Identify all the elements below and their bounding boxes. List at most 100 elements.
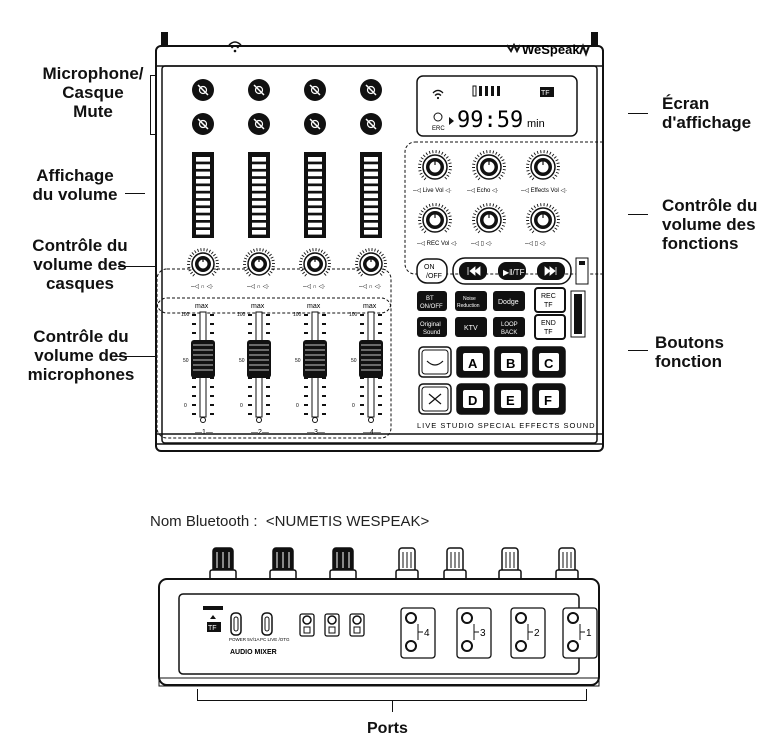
function-knob-label: –◁ Effects Vol ◁· — [521, 188, 567, 194]
mute-bracket — [150, 75, 151, 135]
label-function-control: Contrôle du volume des fonctions — [662, 196, 780, 253]
svg-text:Dodge: Dodge — [498, 299, 519, 306]
aux-jack[interactable] — [324, 613, 340, 637]
fader-scale-mid: 50 — [351, 358, 357, 364]
wespeak-logo: WeSpeak — [506, 42, 590, 57]
function-knobs: –◁ Live Vol ◁·–◁ Echo ◁·–◁ Effects Vol ◁… — [413, 150, 567, 247]
effect-pad[interactable]: C — [532, 346, 566, 378]
special-pad[interactable] — [418, 346, 452, 378]
function-knob-label: –◁ ▯ ◁· — [471, 241, 492, 247]
label-headphone-line2: volume des — [33, 255, 127, 274]
headphone-leader — [118, 266, 156, 267]
svg-text:BT: BT — [426, 296, 434, 302]
aux-jack[interactable] — [349, 613, 365, 637]
label-mute-line1: Microphone/ — [42, 64, 144, 83]
fader-max-label: max — [363, 303, 377, 310]
channel-jack-pair[interactable]: 1 — [562, 607, 598, 659]
end-button — [534, 314, 566, 340]
svg-text:END: END — [541, 320, 556, 327]
func-leader — [628, 214, 648, 215]
rec-button — [534, 287, 566, 313]
rear-knob[interactable] — [395, 547, 419, 581]
special-pad[interactable] — [418, 383, 452, 415]
fader-max-label: max — [307, 303, 321, 310]
screen-tf-icon — [540, 87, 554, 97]
function-knob[interactable] — [471, 203, 507, 234]
function-knob[interactable] — [417, 203, 453, 234]
svg-text:TF: TF — [544, 329, 553, 336]
buttons-leader — [628, 350, 648, 351]
headphone-volume-knob[interactable] — [354, 248, 388, 277]
channel-jack-pair[interactable]: 2 — [510, 607, 546, 659]
wifi-icon — [228, 41, 242, 53]
svg-text:BACK: BACK — [501, 330, 517, 336]
mic-mute-button[interactable] — [360, 79, 382, 101]
pad-letter: B — [506, 356, 515, 371]
label-headphone-line1: Contrôle du — [32, 236, 128, 255]
rear-knob[interactable] — [555, 547, 579, 581]
function-knob-label: –◁ REC Vol ◁· — [417, 241, 458, 247]
svg-text:Original: Original — [420, 322, 441, 328]
headphone-volume-knob[interactable] — [242, 248, 276, 277]
headphone-knob-icon: –◁ ∩ ◁· — [191, 284, 213, 290]
label-headphone-control: Contrôle du volume des casques — [10, 236, 150, 293]
effect-pad[interactable]: F — [532, 383, 566, 415]
label-func-line2: volume des — [662, 215, 756, 234]
rear-knob[interactable] — [269, 547, 297, 581]
function-knob[interactable] — [417, 150, 453, 181]
rear-knob[interactable] — [329, 547, 357, 581]
effect-pad[interactable]: A — [456, 346, 490, 378]
rear-channel-number: 3 — [480, 628, 486, 639]
label-mic-line3: microphones — [27, 365, 135, 384]
ports-bracket-mid — [392, 700, 393, 712]
bt-button — [417, 291, 447, 311]
mute-bracket-top — [150, 75, 158, 76]
fader-scale-mid: 50 — [295, 358, 301, 364]
label-mute: Microphone/ Casque Mute — [28, 64, 158, 121]
fader-channel-number: —2— — [251, 429, 269, 436]
svg-text:/OFF: /OFF — [426, 273, 442, 280]
label-screen: Écran d'affichage — [662, 94, 777, 132]
headphone-mute-button[interactable] — [304, 113, 326, 135]
transport-row: ON /OFF ▶‖/TF — [416, 257, 589, 285]
mic-mute-button[interactable] — [248, 79, 270, 101]
headphone-volume-knob[interactable] — [298, 248, 332, 277]
headphone-mute-button[interactable] — [192, 113, 214, 135]
rear-knob[interactable] — [209, 547, 237, 581]
rear-knob[interactable] — [443, 547, 467, 581]
aux-jack[interactable] — [299, 613, 315, 637]
volume-meters — [192, 152, 382, 238]
headphone-mute-button[interactable] — [248, 113, 270, 135]
volume-meter — [192, 152, 214, 238]
rear-tf-icon — [207, 622, 221, 632]
mixer-top-view: WeSpeak –◁ ∩ ◁·–◁ ∩ ◁·–◁ ∩ ◁·–◁ ∩ ◁· max… — [155, 32, 604, 452]
fader-channel-number: —1— — [195, 429, 213, 436]
mic-mute-button[interactable] — [304, 79, 326, 101]
function-knob[interactable] — [525, 150, 561, 181]
screen-leader — [628, 113, 648, 114]
headphone-volume-knob[interactable] — [186, 248, 220, 277]
effect-pad[interactable]: B — [494, 346, 528, 378]
headphone-mute-button[interactable] — [360, 113, 382, 135]
effect-pad[interactable]: D — [456, 383, 490, 415]
rear-knob[interactable] — [498, 547, 522, 581]
audio-mixer-label: AUDIO MIXER — [230, 649, 277, 656]
svg-text:ON/OFF: ON/OFF — [420, 304, 443, 310]
effect-pad[interactable]: E — [494, 383, 528, 415]
mic-mute-button[interactable] — [192, 79, 214, 101]
label-volume-display-line2: du volume — [32, 185, 118, 204]
headphone-knob-icon: –◁ ∩ ◁· — [359, 284, 381, 290]
channel-jack-pair[interactable]: 4 — [400, 607, 436, 659]
channel-jack-pair[interactable]: 3 — [456, 607, 492, 659]
label-buttons-line2: fonction — [655, 352, 723, 371]
function-knob[interactable] — [525, 203, 561, 234]
fader-scale-mid: 50 — [183, 358, 189, 364]
function-knob[interactable] — [471, 150, 507, 181]
on-off-button — [416, 258, 448, 284]
label-mute-line2: Casque — [62, 83, 124, 102]
